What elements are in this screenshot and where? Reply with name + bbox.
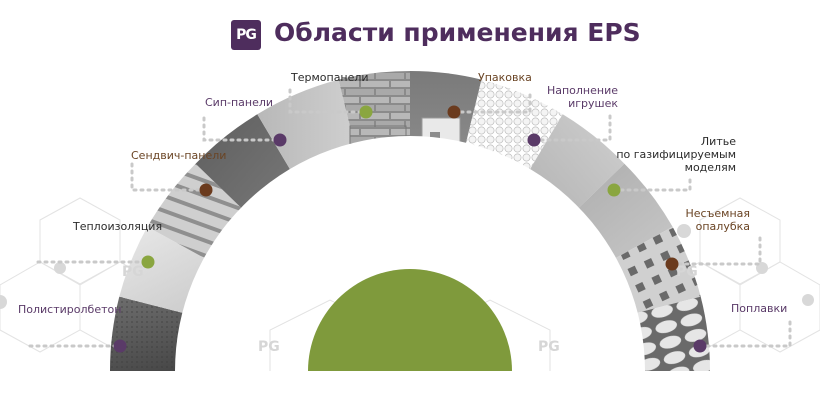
dot-termopaneli (359, 105, 373, 119)
label-sip: Сип-панели (205, 96, 274, 109)
dot-lite (607, 183, 621, 197)
label-poplavki: Поплавки (731, 302, 788, 315)
dot-nesemnaya (665, 257, 679, 271)
watermark-logo-icon: PG (538, 339, 560, 355)
center-semicircle (308, 269, 512, 371)
label-sendvich: Сендвич-панели (131, 149, 227, 162)
category-dots (113, 105, 707, 353)
watermark-logo-icon: PG (258, 339, 280, 355)
label-upakovka: Упаковка (478, 71, 532, 84)
dot-napolnenie (527, 133, 541, 147)
inner-arc (175, 136, 645, 371)
connector-lines (28, 88, 792, 348)
watermark-logo-icon: PG (122, 264, 144, 280)
dot-sendvich (199, 183, 213, 197)
dot-polistirolbeton (113, 339, 127, 353)
label-teploizolyaciya: Теплоизоляция (73, 220, 163, 233)
watermark-logo-icon: PG (676, 264, 698, 280)
dot-sip (273, 133, 287, 147)
dot-teploizolyaciya (141, 255, 155, 269)
logo-icon: PG (231, 20, 261, 50)
dot-poplavki (693, 339, 707, 353)
page-title: Области применения EPS (274, 18, 641, 47)
label-polistirolbeton: Полистиролбетон (18, 303, 122, 316)
dot-upakovka (447, 105, 461, 119)
label-termopaneli: Термопанели (291, 71, 369, 84)
header: PG Области применения EPS (0, 14, 820, 58)
